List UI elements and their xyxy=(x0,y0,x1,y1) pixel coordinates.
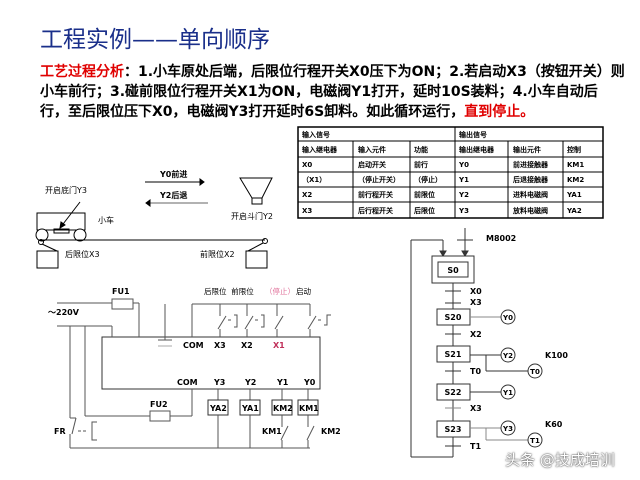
col-header: 输出继电器 xyxy=(459,145,495,154)
transition-x2: X2 xyxy=(470,330,482,339)
table-cell: 放料电磁阀 xyxy=(512,206,548,215)
table-cell: （停止） xyxy=(414,175,442,184)
output-y2: Y2 xyxy=(244,378,256,387)
io-table xyxy=(297,126,604,219)
col-header: 输入继电器 xyxy=(302,145,338,154)
plc-wiring xyxy=(57,298,331,449)
limit-switch-labels: 后限位 前限位 xyxy=(204,286,254,296)
io-table-text: 输入信号 输出信号 输入继电器 输入元件 功能 输出继电器 输出元件 控制 X0… xyxy=(302,130,584,215)
step-s22: S22 xyxy=(445,388,462,397)
load-km2: KM2 xyxy=(273,404,293,413)
table-cell: 进料电磁阀 xyxy=(513,190,548,199)
cart-label: 小车 xyxy=(98,215,114,225)
step-s0: S0 xyxy=(447,266,459,275)
input-x2: X2 xyxy=(241,341,253,350)
output-y3: Y3 xyxy=(213,378,225,387)
forward-label: Y0前进 xyxy=(159,169,187,179)
process-label: 工艺过程分析 xyxy=(40,64,124,80)
table-cell: X3 xyxy=(302,207,312,215)
sfc-chart xyxy=(410,228,543,458)
table-cell: Y3 xyxy=(458,207,469,215)
col-header: 输入元件 xyxy=(358,145,386,154)
table-cell: Y1 xyxy=(458,176,469,184)
cart-body xyxy=(36,212,86,231)
plc-box xyxy=(101,336,321,390)
input-x3: X3 xyxy=(214,341,226,350)
transition-x3: X3 xyxy=(470,298,482,307)
output-y3: Y3 xyxy=(502,425,513,433)
step-s23: S23 xyxy=(445,425,462,434)
table-cell: （停止开关） xyxy=(358,175,400,184)
table-cell: YA1 xyxy=(566,191,582,199)
col-header: 控制 xyxy=(567,145,581,154)
process-end: 直到停止。 xyxy=(464,104,535,120)
table-cell: Y0 xyxy=(458,161,469,169)
table-cell: 前行程开关 xyxy=(358,190,393,199)
k60-label: K60 xyxy=(545,420,563,429)
table-cell: （X1） xyxy=(302,176,326,184)
stop-label: （停止） xyxy=(265,286,295,296)
col-header: 输出元件 xyxy=(513,145,541,154)
process-description: 工艺过程分析：1.小车原处后端，后限位行程开关X0压下为ON；2.若启动X3（按… xyxy=(40,62,625,122)
k100-label: K100 xyxy=(545,351,568,360)
table-cell: KM2 xyxy=(567,176,584,184)
output-y0: Y0 xyxy=(502,314,513,322)
step-s21: S21 xyxy=(445,350,462,359)
rear-limit-label: 后限位X3 xyxy=(65,249,100,259)
transition-x0: X0 xyxy=(470,287,482,296)
table-cell: X0 xyxy=(302,161,312,169)
step-s20: S20 xyxy=(445,313,462,322)
hopper xyxy=(239,177,273,199)
backward-label: Y2后退 xyxy=(159,190,187,200)
output-y2: Y2 xyxy=(502,352,513,360)
output-y1: Y1 xyxy=(502,389,513,397)
fu2-label: FU2 xyxy=(150,400,168,409)
output-com: COM xyxy=(177,378,198,387)
km1-contact-label: KM1 xyxy=(262,427,282,436)
front-limit-label: 前限位X2 xyxy=(200,249,235,259)
colon: ： xyxy=(124,64,138,80)
fu1-label: FU1 xyxy=(112,287,130,296)
load-km1: KM1 xyxy=(299,404,319,413)
load-ya1: YA1 xyxy=(241,404,259,413)
output-y0: Y0 xyxy=(303,378,316,387)
transition-t0: T0 xyxy=(470,367,481,376)
fr-label: FR xyxy=(54,427,66,436)
table-cell: KM1 xyxy=(567,161,584,169)
table-cell: 前进接触器 xyxy=(513,160,549,169)
hopper-door-label: 开启斗门Y2 xyxy=(231,211,273,221)
load-ya2: YA2 xyxy=(209,404,227,413)
table-cell: X2 xyxy=(302,191,312,199)
km2-contact-label: KM2 xyxy=(321,427,341,436)
input-com: COM xyxy=(183,341,204,350)
transition-t1: T1 xyxy=(470,442,481,451)
table-cell: 后行程开关 xyxy=(358,206,393,215)
table-cell: 启动开关 xyxy=(358,160,386,169)
output-header: 输出信号 xyxy=(459,130,487,139)
table-cell: 后退接触器 xyxy=(513,175,549,184)
cart-diagram xyxy=(35,177,273,269)
table-cell: 前限位 xyxy=(414,190,435,199)
m8002-label: M8002 xyxy=(486,234,516,243)
bottom-door-label: 开启底门Y3 xyxy=(45,185,87,195)
table-cell: 后限位 xyxy=(414,206,435,215)
transition-x3: X3 xyxy=(470,404,482,413)
input-header: 输入信号 xyxy=(302,130,330,139)
process-text: 1.小车原处后端，后限位行程开关X0压下为ON；2.若启动X3（按钮开关）则小车… xyxy=(40,64,625,120)
table-cell: Y2 xyxy=(458,191,469,199)
col-header: 功能 xyxy=(414,145,428,154)
output-t1: T1 xyxy=(530,437,540,445)
watermark: 头条 @技成培训 xyxy=(505,451,615,469)
output-y1: Y1 xyxy=(276,378,289,387)
input-x1: X1 xyxy=(273,341,285,350)
voltage-label: ～220V xyxy=(48,308,80,317)
start-label: 启动 xyxy=(296,286,311,296)
output-t0: T0 xyxy=(530,368,540,376)
table-cell: 前行 xyxy=(414,160,428,169)
table-cell: YA2 xyxy=(566,207,582,215)
slide-title: 工程实例——单向顺序 xyxy=(40,27,270,53)
